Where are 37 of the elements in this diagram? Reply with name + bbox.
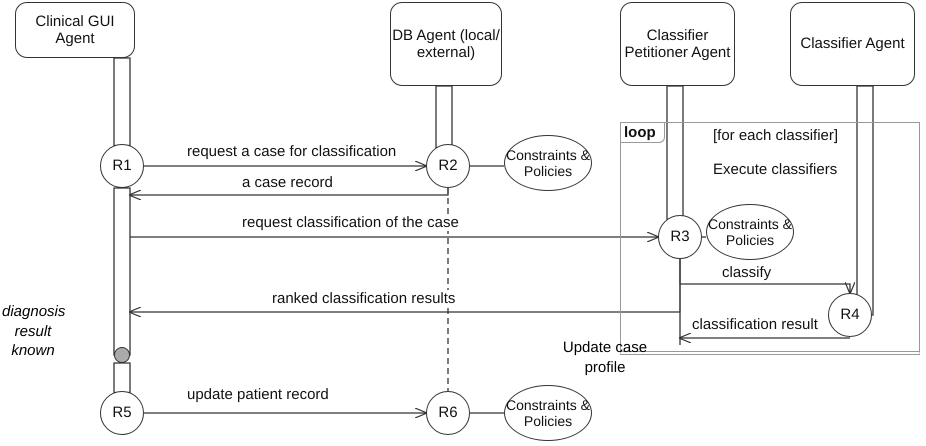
- connector-line: [470, 165, 504, 167]
- message-label: update patient record: [185, 386, 331, 403]
- agent-box: DB Agent (local/ external): [390, 2, 502, 86]
- state-dot: [114, 347, 130, 363]
- message-label: request classification of the case: [240, 214, 461, 231]
- loop-guard: [for each classifier]: [713, 127, 838, 144]
- state-note: diagnosis result known: [2, 302, 64, 360]
- message-arrow: [128, 188, 449, 201]
- constraints-ellipse: Constraints & Policies: [504, 385, 592, 441]
- role-circle: R2: [426, 144, 470, 188]
- activation-bar: [856, 85, 874, 316]
- message-arrow: [678, 332, 850, 344]
- constraints-ellipse: Constraints & Policies: [504, 135, 592, 191]
- connector-line: [470, 412, 504, 414]
- agent-box: Classifier Petitioner Agent: [620, 2, 735, 86]
- message-arrow: [128, 259, 681, 318]
- note-text: Update case profile: [562, 338, 648, 377]
- activation-bar: [113, 187, 131, 356]
- message-label: request a case for classification: [185, 143, 398, 160]
- role-circle: R6: [426, 391, 470, 435]
- connector-line: [447, 188, 449, 391]
- agent-box: Clinical GUI Agent: [15, 2, 135, 58]
- message-label: ranked classification results: [270, 290, 458, 307]
- message-arrow: [130, 231, 660, 243]
- activation-bar: [666, 85, 684, 220]
- activation-bar: [113, 57, 131, 146]
- role-circle: R5: [100, 391, 144, 435]
- message-arrow: [144, 407, 428, 419]
- loop-caption: Execute classifiers: [713, 161, 838, 178]
- loop-tag: loop: [621, 123, 665, 143]
- message-label: classify: [720, 264, 774, 281]
- message-arrow: [144, 160, 428, 172]
- agent-box: Classifier Agent: [790, 2, 915, 86]
- role-circle: R4: [828, 293, 872, 337]
- role-circle: R1: [100, 144, 144, 188]
- constraints-ellipse: Constraints & Policies: [706, 204, 794, 260]
- role-circle: R3: [658, 215, 702, 259]
